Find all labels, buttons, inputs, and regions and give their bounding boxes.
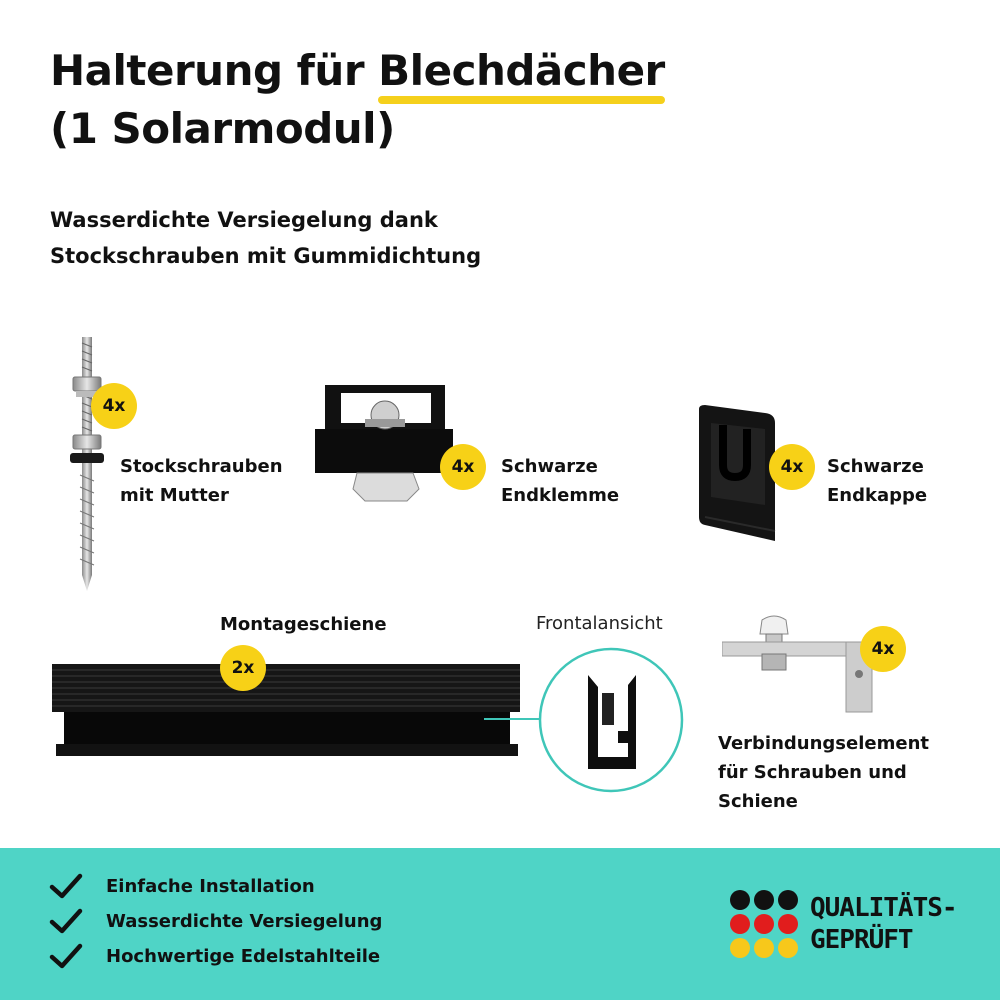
- hanger-bolt-image: [70, 337, 104, 591]
- rail-label: Montageschiene: [220, 614, 387, 635]
- benefits-footer: [0, 848, 1000, 1000]
- quality-seal: QUALITÄTS- GEPRÜFT: [730, 890, 958, 958]
- seal-text: QUALITÄTS- GEPRÜFT: [810, 892, 958, 956]
- cap-label: Schwarze Endkappe: [827, 452, 927, 510]
- benefit-item: Einfache Installation: [48, 871, 315, 901]
- end-clamp-image: [315, 385, 453, 502]
- benefit-item: Hochwertige Edelstahlteile: [48, 941, 380, 971]
- clamp-qty-badge: 4x: [440, 444, 486, 490]
- mounting-rail-image: [52, 664, 520, 756]
- title-highlight: Blechdächer: [378, 42, 665, 104]
- benefit-text: Einfache Installation: [106, 875, 315, 897]
- seal-line-2: GEPRÜFT: [810, 925, 914, 955]
- check-icon: [49, 873, 83, 899]
- flag-dot-black: [730, 890, 750, 910]
- check-icon: [49, 908, 83, 934]
- screw-qty-badge: 4x: [91, 383, 137, 429]
- page-title: Halterung für Blechdächer (1 Solarmodul): [50, 42, 665, 158]
- rail-pointer-line: [484, 718, 544, 720]
- title-line-2: (1 Solarmodul): [50, 104, 395, 153]
- rail-front-view-image: [538, 647, 684, 793]
- end-cap-image: [699, 405, 776, 541]
- flag-dot-gold: [754, 938, 774, 958]
- subtitle: Wasserdichte Versiegelung dank Stockschr…: [50, 202, 481, 274]
- subtitle-line-1: Wasserdichte Versiegelung dank: [50, 208, 438, 232]
- screw-label-line-2: mit Mutter: [120, 485, 229, 506]
- connector-label-line-3: Schiene: [718, 791, 798, 812]
- clamp-label-line-2: Endklemme: [501, 485, 620, 506]
- flag-dot-red: [754, 914, 774, 934]
- title-prefix: Halterung für: [50, 46, 379, 95]
- front-view-caption: Frontalansicht: [536, 613, 663, 634]
- flag-dot-red: [730, 914, 750, 934]
- check-icon: [49, 943, 83, 969]
- connector-label-line-2: für Schrauben und: [718, 762, 907, 783]
- benefit-item: Wasserdichte Versiegelung: [48, 906, 382, 936]
- seal-line-1: QUALITÄTS-: [810, 893, 958, 923]
- connector-qty-badge: 4x: [860, 626, 906, 672]
- flag-dot-gold: [778, 938, 798, 958]
- clamp-label: Schwarze Endklemme: [501, 452, 619, 510]
- benefit-text: Wasserdichte Versiegelung: [106, 910, 383, 932]
- screw-label: Stockschrauben mit Mutter: [120, 452, 283, 510]
- rail-qty-badge: 2x: [220, 645, 266, 691]
- connector-label: Verbindungselement für Schrauben und Sch…: [718, 729, 929, 816]
- clamp-label-line-1: Schwarze: [501, 456, 598, 477]
- flag-dot-black: [778, 890, 798, 910]
- title-line-1: Halterung für Blechdächer: [50, 42, 665, 104]
- subtitle-line-2: Stockschrauben mit Gummidichtung: [50, 244, 482, 268]
- screw-label-line-1: Stockschrauben: [120, 456, 283, 477]
- cap-label-line-1: Schwarze: [827, 456, 924, 477]
- benefit-text: Hochwertige Edelstahlteile: [106, 945, 381, 967]
- cap-qty-badge: 4x: [769, 444, 815, 490]
- flag-dot-gold: [730, 938, 750, 958]
- connector-label-line-1: Verbindungselement: [718, 733, 929, 754]
- flag-dot-red: [778, 914, 798, 934]
- flag-dots: [730, 890, 798, 958]
- flag-dot-black: [754, 890, 774, 910]
- cap-label-line-2: Endkappe: [827, 485, 928, 506]
